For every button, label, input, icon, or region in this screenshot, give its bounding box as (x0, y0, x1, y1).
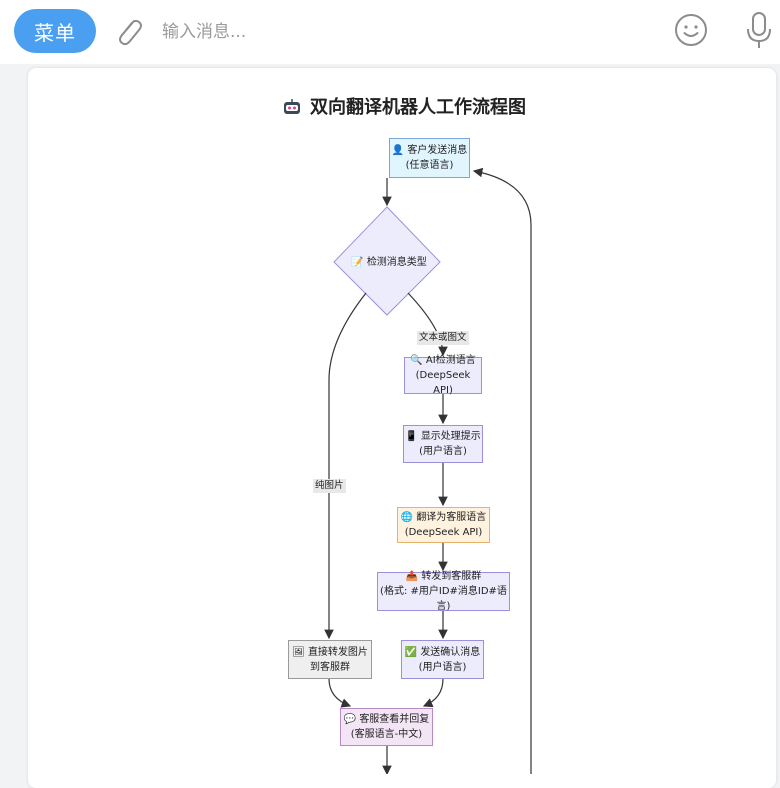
node-confirm-message: ✅ 发送确认消息 (用户语言) (401, 640, 484, 679)
edge-label-pure-image: 纯图片 (313, 479, 346, 493)
node-confirm-line1: ✅ 发送确认消息 (404, 646, 481, 658)
node-customer-line1: 👤 客户发送消息 (391, 145, 468, 156)
node-forward-line2: (格式: #用户ID#消息ID#语言) (380, 586, 507, 612)
paperclip-icon[interactable] (112, 13, 146, 49)
decision-diamond (333, 206, 441, 316)
node-forward-group: 📤 转发到客服群 (格式: #用户ID#消息ID#语言) (377, 571, 510, 612)
node-forward-image-line2: 到客服群 (310, 661, 350, 673)
node-translate-line2: (DeepSeek API) (404, 527, 483, 538)
node-forward-image-line1: 🖼 直接转发图片 (292, 646, 368, 658)
edge-label-text-or-image: 文本或图文 (417, 331, 469, 345)
message-input[interactable] (160, 14, 644, 50)
diagram-title: 双向翻译机器人工作流程图 (0, 93, 780, 119)
node-customer-message: 👤 客户发送消息 (任意语言) (389, 138, 470, 178)
microphone-icon[interactable] (742, 9, 776, 51)
smiley-icon[interactable] (672, 11, 710, 49)
node-translate: 🌐 翻译为客服语言 (DeepSeek API) (397, 507, 490, 543)
menu-button[interactable]: 菜单 (14, 9, 96, 53)
robot-icon (282, 97, 302, 118)
node-ai-detect-line2: (DeepSeek API) (415, 370, 471, 396)
node-ai-detect: 🔍 AI检测语言 (DeepSeek API) (404, 355, 482, 396)
node-translate-line1: 🌐 翻译为客服语言 (400, 512, 487, 523)
node-ai-detect-line1: 🔍 AI检测语言 (410, 355, 476, 366)
edge-loop-back (472, 167, 532, 774)
edge-image-reply (328, 678, 352, 708)
message-toolbar: 菜单 (0, 0, 780, 64)
edge-confirm-reply (422, 678, 444, 708)
title-text: 双向翻译机器人工作流程图 (310, 97, 526, 118)
node-agent-reply-line2: (客服语言-中文) (350, 729, 423, 740)
node-customer-line2: (任意语言) (405, 160, 454, 171)
node-show-hint-line1: 📱 显示处理提示 (405, 431, 481, 442)
edge-detect-ai (407, 292, 448, 357)
node-detect-type: 📝 检测消息类型 (351, 257, 427, 268)
node-show-hint: 📱 显示处理提示 (用户语言) (403, 425, 483, 463)
node-agent-reply-line1: 💬 客服查看并回复 (343, 714, 430, 725)
node-forward-image: 🖼 直接转发图片 到客服群 (288, 640, 372, 679)
node-confirm-line2: (用户语言) (418, 661, 467, 673)
node-forward-line1: 📤 转发到客服群 (405, 571, 482, 582)
node-show-hint-line2: (用户语言) (419, 446, 467, 457)
node-agent-reply: 💬 客服查看并回复 (客服语言-中文) (340, 708, 433, 746)
edge-detect-image (324, 292, 367, 640)
